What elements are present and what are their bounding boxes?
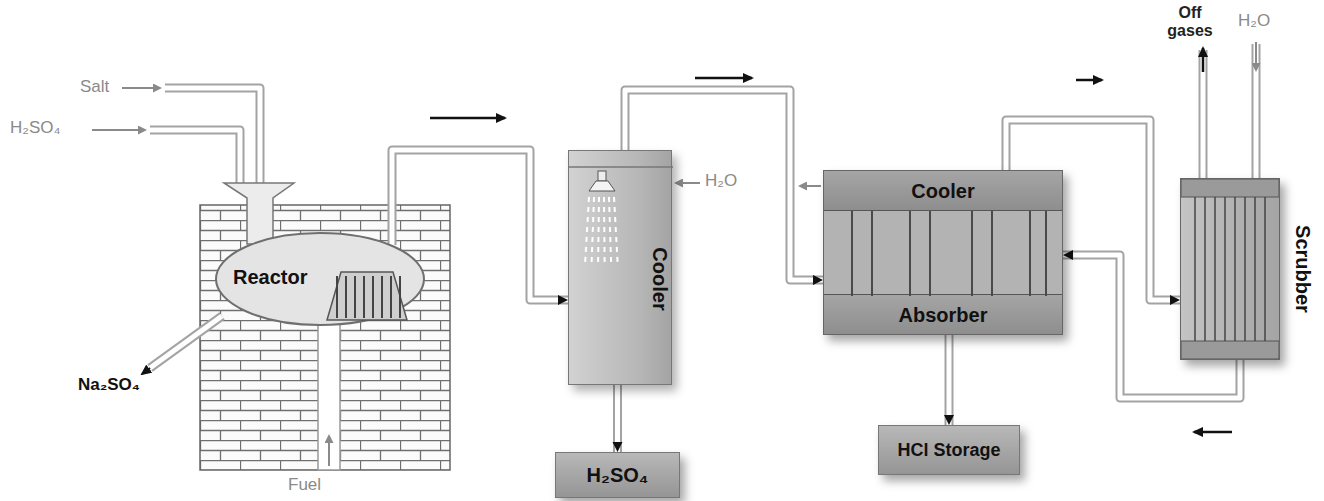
salt-feed-pipe	[165, 88, 260, 184]
water-label: H₂O	[1238, 12, 1270, 31]
fuel-label: Fuel	[288, 476, 321, 495]
feed-label: H₂SO₄	[10, 119, 60, 138]
fuel-arrow	[328, 436, 330, 466]
unit-name: Scrubber	[1291, 225, 1314, 313]
packing-tubes	[1181, 179, 1279, 359]
unit-name: Absorber	[899, 304, 988, 327]
arrowhead	[558, 295, 568, 305]
pipe-bore	[947, 335, 952, 425]
arrowhead	[613, 442, 623, 452]
feed-arrow	[92, 129, 145, 131]
arrowhead	[1063, 250, 1073, 260]
unit-name: H₂SO₄	[587, 464, 649, 487]
outlet-arrow	[142, 368, 150, 374]
unit-name: Reactor	[233, 266, 307, 289]
vessel-outline	[216, 233, 424, 325]
fire-grate	[327, 272, 407, 320]
grate-bar	[345, 276, 347, 318]
acid-feed-pipe	[150, 130, 240, 184]
salt-feed-pipe	[165, 88, 260, 184]
pipe-bore	[615, 385, 620, 452]
feed-arrow	[122, 87, 160, 89]
acid-tank: H₂SO₄	[555, 452, 680, 498]
tube-bundle	[824, 211, 1062, 296]
water-outlet	[800, 185, 821, 187]
hcl-storage-tank: HCl Storage	[878, 425, 1020, 475]
unit-name: HCl Storage	[897, 440, 1000, 461]
arrowhead	[813, 275, 823, 285]
feed-label: Salt	[80, 78, 109, 97]
grate-bar	[336, 276, 338, 318]
reactor-vessel: Reactor	[215, 232, 425, 326]
flow-arrow	[1076, 79, 1102, 82]
grate-bar	[363, 276, 365, 318]
pipe-wall	[613, 385, 622, 452]
flow-arrow	[695, 77, 752, 80]
grate-bar	[381, 276, 383, 318]
arrowhead	[1170, 295, 1180, 305]
spray-cooler: Cooler	[568, 150, 672, 385]
unit-name: Cooler	[911, 180, 974, 203]
product-label: Na₂SO₄	[78, 376, 140, 395]
cooler-absorber: CoolerAbsorber	[823, 170, 1063, 335]
grate-bar	[390, 276, 392, 318]
off-gas-label: Off gases	[1160, 4, 1220, 39]
grate-bar	[399, 276, 401, 318]
fuel-pipe	[318, 318, 340, 470]
sulfate-outlet	[150, 316, 222, 368]
sulfate-outlet	[150, 316, 222, 368]
flow-arrow	[430, 117, 505, 120]
pipe-wall	[945, 335, 954, 425]
process-pipe	[944, 335, 954, 425]
brick-furnace	[200, 205, 450, 470]
acid-feed-pipe	[150, 130, 240, 184]
grate-bar	[354, 276, 356, 318]
grate-bar	[372, 276, 374, 318]
arrowhead	[944, 415, 954, 425]
scrubber: Scrubber	[1180, 178, 1316, 360]
water-arrow	[1255, 42, 1257, 70]
water-label: H₂O	[705, 172, 737, 191]
water-inlet	[676, 182, 700, 184]
off-gas-arrow	[1202, 48, 1205, 72]
process-pipe	[613, 385, 623, 452]
scrubber-body	[1180, 178, 1280, 360]
unit-name: Cooler	[648, 247, 671, 310]
flow-arrow	[1194, 431, 1232, 434]
